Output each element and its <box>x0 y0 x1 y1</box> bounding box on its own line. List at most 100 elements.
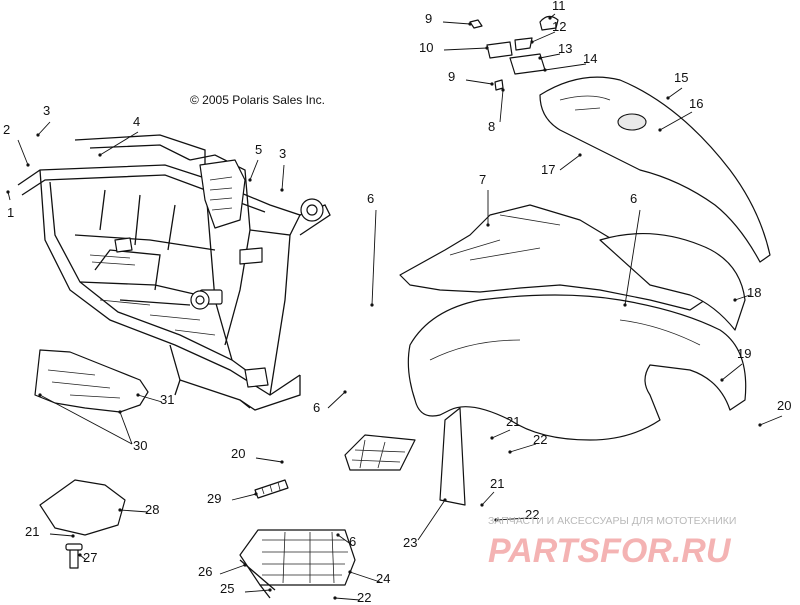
callout-number: 30 <box>133 438 147 453</box>
leader-line <box>244 589 271 593</box>
callout-c18: 18 <box>733 285 761 302</box>
leader-dot <box>578 153 582 157</box>
callout-c13: 13 <box>538 41 572 60</box>
leader-dot <box>508 450 512 454</box>
leader-line <box>334 597 361 601</box>
leader-line <box>327 391 346 409</box>
leader-line <box>119 509 149 513</box>
callout-c21c: 21 <box>25 524 75 539</box>
leader-dot <box>443 498 447 502</box>
callout-number: 6 <box>367 191 374 206</box>
leader-dot <box>348 570 352 574</box>
callout-number: 6 <box>630 191 637 206</box>
callout-number: 17 <box>541 162 555 177</box>
callout-c20b: 20 <box>231 446 284 464</box>
leader-dot <box>343 390 347 394</box>
callout-c25: 25 <box>220 581 272 596</box>
callout-number: 8 <box>488 119 495 134</box>
callout-number: 21 <box>506 414 520 429</box>
callout-c22c: 22 <box>333 590 371 605</box>
leader-line <box>219 564 246 575</box>
callout-number: 28 <box>145 502 159 517</box>
callout-c16: 16 <box>658 96 703 132</box>
callout-c10: 10 <box>419 40 489 55</box>
leader-line <box>249 159 259 181</box>
leader-dot <box>530 40 534 44</box>
callout-c28: 28 <box>118 502 159 517</box>
leader-line <box>255 457 283 463</box>
leader-line <box>442 21 471 25</box>
callout-number: 21 <box>490 476 504 491</box>
leader-dot <box>490 436 494 440</box>
leader-line <box>559 154 581 171</box>
leader-line <box>17 139 29 166</box>
bolt-27 <box>65 543 83 569</box>
leader-line <box>495 517 529 521</box>
callout-number: 7 <box>479 172 486 187</box>
callout-c8: 8 <box>488 88 505 134</box>
footrest-bracket <box>254 479 289 499</box>
leader-dot <box>480 503 484 507</box>
rear-rack-hardware <box>469 15 559 91</box>
callout-number: 20 <box>777 398 791 413</box>
leader-line <box>443 47 488 51</box>
callout-number: 6 <box>313 400 320 415</box>
leader-dot <box>248 178 252 182</box>
callout-c6d: 6 <box>336 533 356 549</box>
callout-number: 22 <box>525 507 539 522</box>
leader-dot <box>118 508 122 512</box>
callout-c29: 29 <box>207 491 258 506</box>
leader-line <box>349 571 381 583</box>
callout-c22a: 22 <box>508 432 547 454</box>
leader-line <box>371 209 377 306</box>
callout-c23: 23 <box>403 498 447 550</box>
leader-dot <box>543 68 547 72</box>
callout-number: 31 <box>160 392 174 407</box>
leader-line <box>667 87 683 99</box>
leader-dot <box>333 596 337 600</box>
leader-dot <box>485 46 489 50</box>
leader-dot <box>733 298 737 302</box>
footrest-lower <box>239 529 356 599</box>
copyright-text: © 2005 Polaris Sales Inc. <box>190 93 325 107</box>
watermark-logo: PARTSFOR.RU <box>488 532 732 570</box>
leader-line <box>624 209 641 306</box>
leader-line <box>759 415 783 426</box>
callout-number: 13 <box>558 41 572 56</box>
leader-dot <box>501 88 505 92</box>
callout-c9b: 9 <box>448 69 494 86</box>
leader-dot <box>280 188 284 192</box>
leader-line <box>481 491 495 506</box>
leader-dot <box>268 588 272 592</box>
callout-number: 12 <box>552 19 566 34</box>
callout-number: 29 <box>207 491 221 506</box>
leader-dot <box>6 190 10 194</box>
callout-c21a: 21 <box>490 414 520 440</box>
leader-dot <box>254 492 258 496</box>
callout-number: 22 <box>357 590 371 605</box>
callout-number: 3 <box>43 103 50 118</box>
callout-c9a: 9 <box>425 11 472 26</box>
callout-number: 20 <box>231 446 245 461</box>
front-fender <box>407 232 747 441</box>
callout-number: 15 <box>674 70 688 85</box>
leader-line <box>137 394 163 403</box>
leader-line <box>659 111 693 131</box>
callout-c26: 26 <box>198 563 247 579</box>
leader-dot <box>118 410 122 414</box>
callout-number: 2 <box>3 122 10 137</box>
callout-c6b: 6 <box>623 191 641 307</box>
leader-line <box>734 294 751 301</box>
leader-line <box>465 79 493 85</box>
leader-dot <box>538 56 542 60</box>
callout-c3a: 3 <box>36 103 51 137</box>
leader-dot <box>38 393 42 397</box>
callout-number: 5 <box>255 142 262 157</box>
leader-dot <box>78 553 82 557</box>
leader-line <box>281 164 285 191</box>
callout-c17: 17 <box>541 153 582 177</box>
leader-line <box>231 493 257 501</box>
callout-number: 9 <box>425 11 432 26</box>
